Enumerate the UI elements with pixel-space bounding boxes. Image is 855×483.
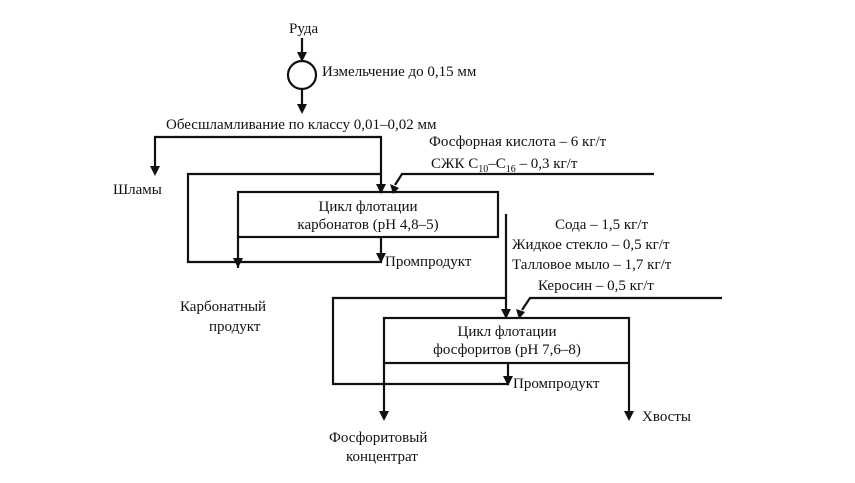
kerosene-label: Керосин – 0,5 кг/т: [538, 278, 654, 294]
middlings1-label: Промпродукт: [385, 254, 472, 270]
middlings2-arrow: [503, 376, 513, 386]
carbonate-product-arrow: [233, 258, 243, 268]
middlings2-recycle-line: [331, 296, 510, 386]
reagent1-feed-line: [394, 172, 654, 186]
liquid-glass-label: Жидкое стекло – 0,5 кг/т: [512, 237, 670, 253]
carbonate-cycle-line2: карбонатов (рН 4,8–5): [297, 217, 438, 233]
reagent2-arrow: [516, 309, 525, 319]
desliming-label: Обесшламливание по классу 0,01–0,02 мм: [166, 117, 437, 133]
grinding-label: Измельчение до 0,15 мм: [322, 64, 477, 80]
ore-arrow: [297, 52, 307, 62]
slimes-arrow: [150, 166, 160, 176]
mill-discharge-arrow: [297, 104, 307, 114]
phosphorite-flotation-box: [382, 316, 631, 365]
carbonate-product-line1: Карбонатный: [180, 299, 266, 315]
phosphoric-acid-label: Фосфорная кислота – 6 кг/т: [429, 134, 607, 150]
ore-label: Руда: [289, 21, 319, 37]
carbonate-tails-arrow: [501, 309, 511, 319]
deslimed-feed-arrow: [376, 184, 386, 194]
concentrate-line2: концентрат: [346, 449, 418, 465]
tall-oil-soap-label: Талловое мыло – 1,7 кг/т: [512, 257, 672, 273]
tailings-arrow: [624, 411, 634, 421]
phosphorite-cycle-line1: Цикл флотации: [458, 324, 557, 340]
middlings2-label: Промпродукт: [513, 376, 600, 392]
phosphorite-cycle-line2: фосфоритов (рН 7,6–8): [433, 342, 581, 358]
grinding-mill-symbol: [286, 59, 318, 91]
desliming-splitter-line: [153, 135, 383, 185]
fatty-acids-label: СЖК С10–С16 – 0,3 кг/т: [431, 156, 578, 175]
reagent2-feed-line: [521, 296, 722, 311]
slimes-label: Шламы: [113, 182, 162, 198]
soda-label: Сода – 1,5 кг/т: [555, 217, 648, 233]
carbonate-flotation-box: [236, 190, 500, 239]
concentrate-line1: Фосфоритовый: [329, 430, 427, 446]
concentrate-arrow: [379, 411, 389, 421]
tailings-label: Хвосты: [642, 409, 691, 425]
middlings1-arrow: [376, 253, 386, 263]
carbonate-cycle-line1: Цикл флотации: [319, 199, 418, 215]
carbonate-product-line2: продукт: [209, 319, 261, 335]
